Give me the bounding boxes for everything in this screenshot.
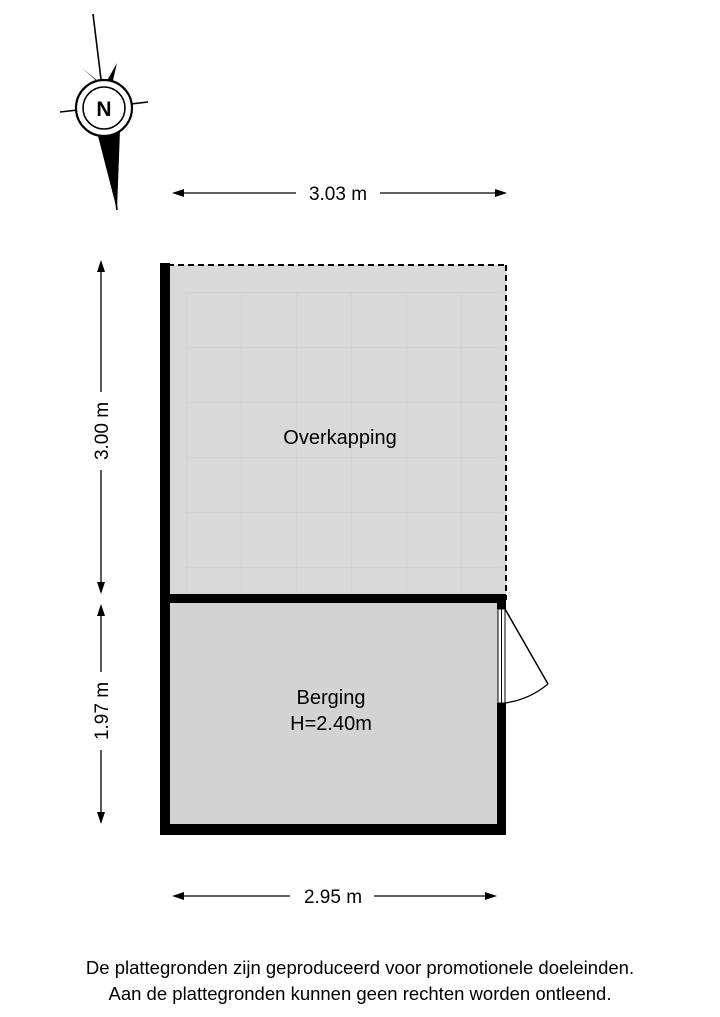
arrow-up-icon xyxy=(97,604,105,616)
room-label-overkapping: Overkapping xyxy=(283,427,396,449)
door xyxy=(497,608,549,704)
room-overkapping: Overkapping xyxy=(168,264,507,600)
arrow-left-icon xyxy=(172,189,184,197)
walls xyxy=(160,263,506,835)
north-letter: N xyxy=(96,98,111,121)
door-swing-icon xyxy=(504,683,549,704)
floor-plan: N 3.03 m 3.00 m 1.97 m Overkapping Bergi xyxy=(59,13,549,908)
dimension-overkapping-depth: 3.00 m xyxy=(92,260,113,594)
dimension-bottom-width: 2.95 m xyxy=(172,887,497,908)
dimension-label-berging: 1.97 m xyxy=(92,682,113,740)
room-label-berging: Berging xyxy=(297,687,366,709)
dimension-berging-depth: 1.97 m xyxy=(92,604,113,824)
dimension-label-bottom: 2.95 m xyxy=(304,887,362,908)
room-height-berging: H=2.40m xyxy=(290,713,372,735)
disclaimer: De plattegronden zijn geproduceerd voor … xyxy=(0,955,720,1007)
arrow-down-icon xyxy=(97,812,105,824)
arrow-left-icon xyxy=(172,892,184,900)
arrow-right-icon xyxy=(495,189,507,197)
disclaimer-line-1: De plattegronden zijn geproduceerd voor … xyxy=(85,957,635,978)
dimension-top-width: 3.03 m xyxy=(172,184,507,205)
disclaimer-line-2: Aan de plattegronden kunnen geen rechten… xyxy=(108,983,612,1004)
door-leaf-icon xyxy=(504,608,549,685)
arrow-down-icon xyxy=(97,582,105,594)
north-compass: N xyxy=(59,13,149,211)
arrow-up-icon xyxy=(97,260,105,272)
arrow-right-icon xyxy=(485,892,497,900)
dimension-label-top: 3.03 m xyxy=(309,184,367,205)
dimension-label-overkapping: 3.00 m xyxy=(92,402,113,460)
room-berging: Berging H=2.40m xyxy=(170,602,502,826)
